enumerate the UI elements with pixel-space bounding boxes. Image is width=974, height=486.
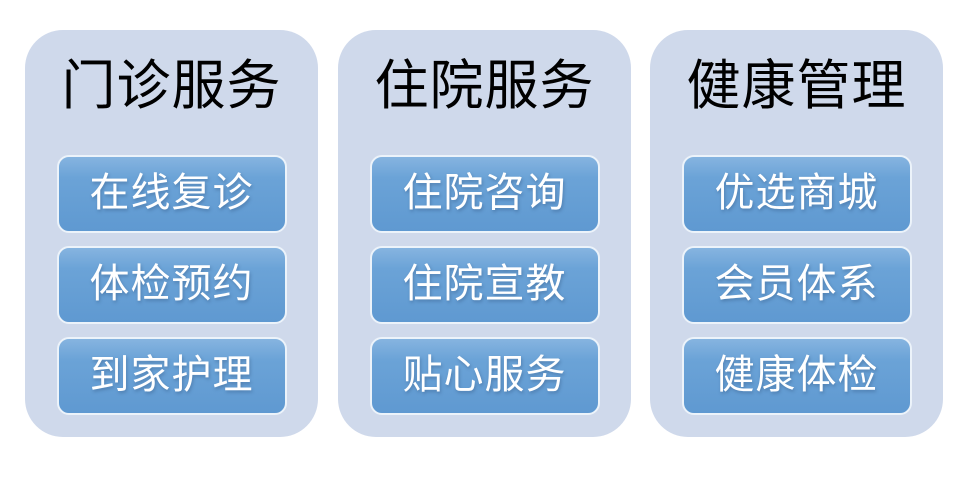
service-button-caring-service[interactable]: 贴心服务 bbox=[369, 337, 600, 415]
button-group-outpatient: 在线复诊 体检预约 到家护理 bbox=[25, 155, 318, 415]
service-button-inpatient-education[interactable]: 住院宣教 bbox=[369, 246, 600, 324]
panel-health-management: 健康管理 优选商城 会员体系 健康体检 bbox=[650, 30, 943, 437]
panel-outpatient-services: 门诊服务 在线复诊 体检预约 到家护理 bbox=[25, 30, 318, 437]
panel-title-outpatient: 门诊服务 bbox=[61, 54, 282, 117]
button-group-inpatient: 住院咨询 住院宣教 贴心服务 bbox=[338, 155, 631, 415]
service-button-health-checkup[interactable]: 健康体检 bbox=[681, 337, 912, 415]
service-button-online-followup[interactable]: 在线复诊 bbox=[56, 155, 287, 233]
service-button-inpatient-consult[interactable]: 住院咨询 bbox=[369, 155, 600, 233]
panel-title-inpatient: 住院服务 bbox=[374, 54, 595, 117]
button-group-health-management: 优选商城 会员体系 健康体检 bbox=[650, 155, 943, 415]
panel-inpatient-services: 住院服务 住院咨询 住院宣教 贴心服务 bbox=[338, 30, 631, 437]
service-button-membership-system[interactable]: 会员体系 bbox=[681, 246, 912, 324]
service-button-home-nursing[interactable]: 到家护理 bbox=[56, 337, 287, 415]
service-button-checkup-booking[interactable]: 体检预约 bbox=[56, 246, 287, 324]
service-button-preferred-mall[interactable]: 优选商城 bbox=[681, 155, 912, 233]
panel-title-health-management: 健康管理 bbox=[686, 54, 907, 117]
